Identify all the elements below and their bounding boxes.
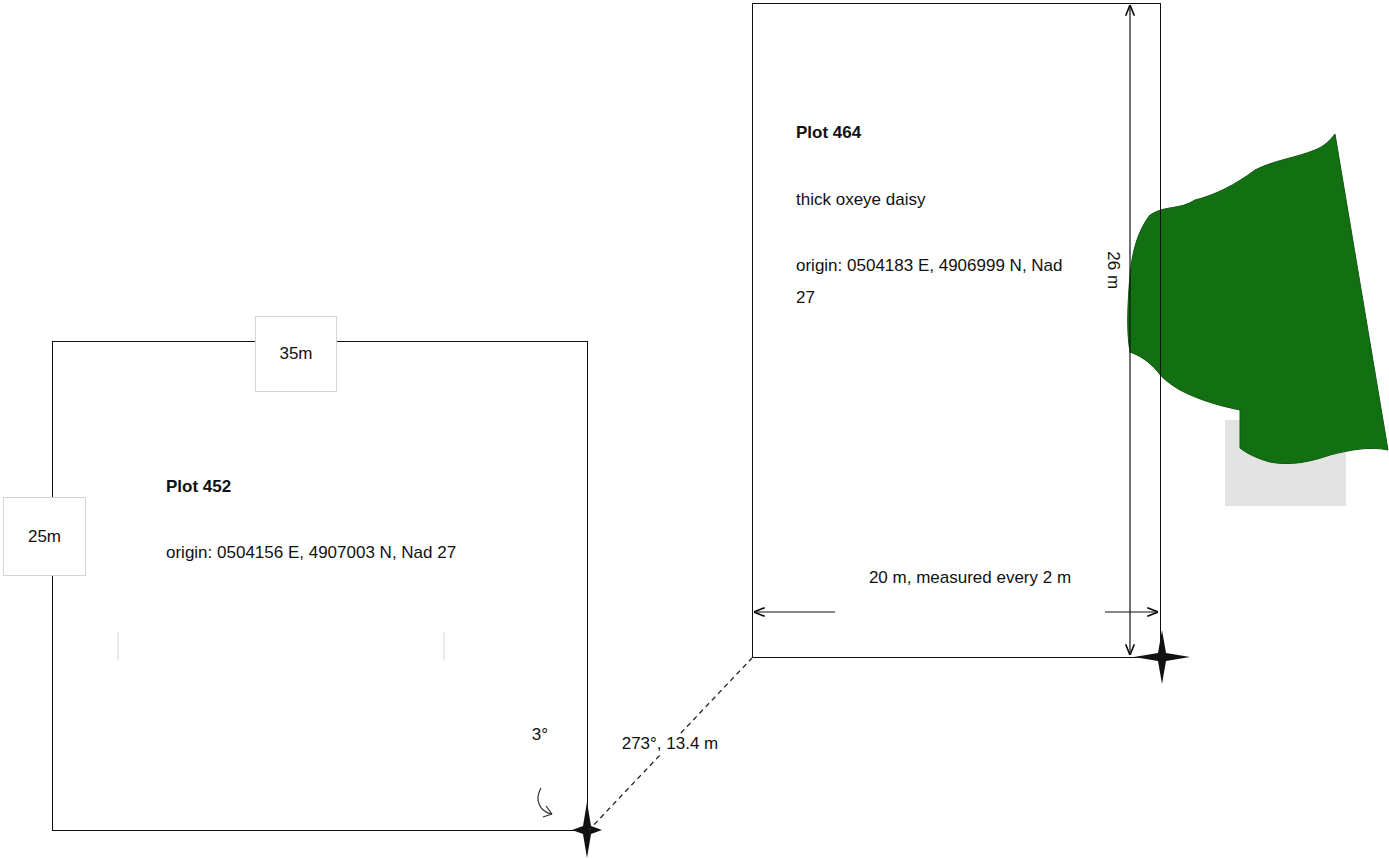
dimension-label: 26 m: [1103, 248, 1123, 292]
plot-note: origin: 0504183 E, 4906999 N, Nad 27: [796, 250, 1086, 314]
tick-mark: [117, 632, 119, 660]
plot-note: thick oxeye daisy: [796, 184, 1096, 216]
plot-title: Plot 464: [796, 117, 1096, 149]
dimension-text: 35m: [279, 344, 312, 364]
plot-boundary: Plot 452 origin: 0504156 E, 4907003 N, Na…: [52, 341, 588, 831]
angle-arrow: [538, 788, 552, 814]
tree-canopy: [1128, 134, 1388, 464]
angle-arrowhead: [543, 806, 552, 817]
dimension-box: 25m: [3, 497, 86, 576]
plot-boundary: Plot 464 thick oxeye daisy origin: 0504183…: [752, 3, 1161, 658]
dimension-box: 35m: [255, 316, 337, 392]
dimension-label: 20 m, measured every 2 m: [866, 568, 1074, 588]
dimension-arrow: [755, 611, 835, 612]
corner-star: [572, 802, 602, 858]
dimension-arrow: [1129, 6, 1130, 654]
dimension-text: 25m: [28, 527, 61, 547]
bearing-line: [588, 658, 752, 831]
dimension-arrow: [1105, 611, 1157, 612]
plot-title: Plot 452: [166, 466, 496, 508]
tick-mark: [443, 632, 445, 660]
corner-star: [1134, 630, 1190, 684]
plot-note: origin: 0504156 E, 4907003 N, Nad 27: [166, 532, 484, 574]
angle-label: 3°: [529, 725, 551, 745]
bearing-label: 273°, 13.4 m: [619, 734, 722, 754]
